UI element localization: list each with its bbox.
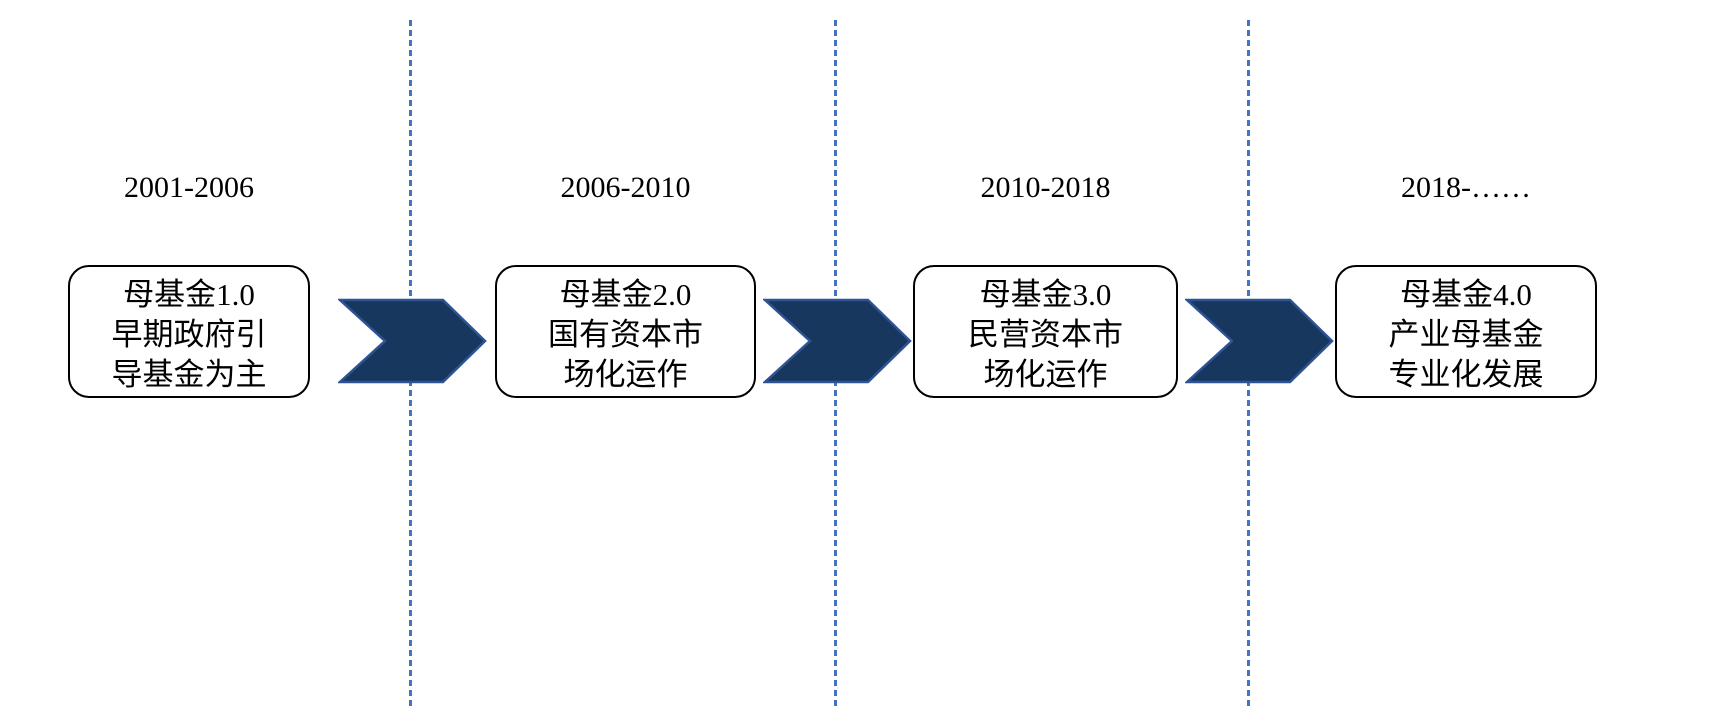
chevron-shape <box>338 298 487 384</box>
period-label-2: 2006-2010 <box>560 171 691 204</box>
chevron-right-arrow-icon-3 <box>1185 298 1334 384</box>
chevron-shape <box>763 298 912 384</box>
stage-2-title: 母基金2.0 <box>559 276 692 312</box>
stage-2-line-3: 场化运作 <box>563 356 688 392</box>
stage-1-line-2: 早期政府引 <box>111 316 267 352</box>
period-label-4: 2018-…… <box>1401 171 1531 204</box>
stage-1-title: 母基金1.0 <box>123 276 255 312</box>
chevron-shape <box>1185 298 1334 384</box>
stage-4-line-2: 产业母基金 <box>1388 316 1544 352</box>
stage-box-1: 母基金1.0 早期政府引 导基金为主 <box>68 265 310 398</box>
stage-box-2: 母基金2.0 国有资本市 场化运作 <box>495 265 756 398</box>
stage-4-title: 母基金4.0 <box>1400 276 1532 312</box>
period-label-1: 2001-2006 <box>124 171 254 204</box>
stage-3-line-2: 民营资本市 <box>968 316 1123 352</box>
stage-3-line-3: 场化运作 <box>983 356 1108 392</box>
stage-1-line-3: 导基金为主 <box>111 356 267 392</box>
stage-box-3: 母基金3.0 民营资本市 场化运作 <box>913 265 1178 398</box>
stage-4-line-3: 专业化发展 <box>1388 356 1544 392</box>
stage-2-line-2: 国有资本市 <box>548 316 703 352</box>
chevron-right-arrow-icon-1 <box>338 298 487 384</box>
period-label-3: 2010-2018 <box>980 171 1111 204</box>
stage-box-4: 母基金4.0 产业母基金 专业化发展 <box>1335 265 1597 398</box>
chevron-right-arrow-icon-2 <box>763 298 912 384</box>
stage-3-title: 母基金3.0 <box>979 276 1112 312</box>
